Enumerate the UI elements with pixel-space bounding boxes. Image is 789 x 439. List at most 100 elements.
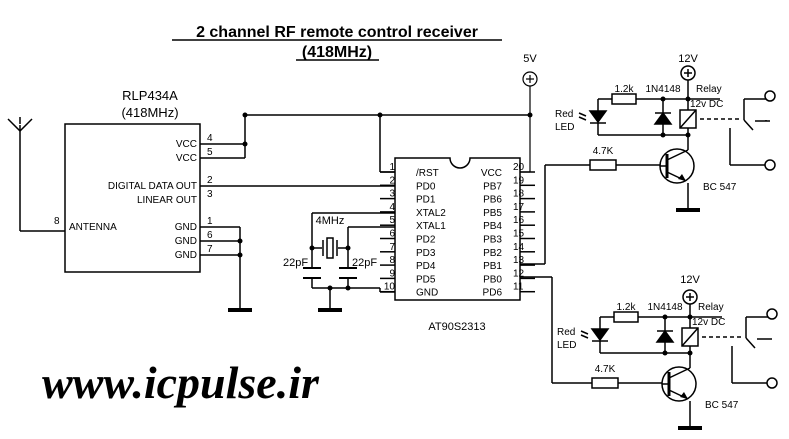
mcu-pin-number: 1 [389,162,395,173]
rf-pin-label: VCC [176,153,197,164]
terminal-icon [766,308,778,320]
led-label-1: Red [557,327,575,338]
relay-label-1: Relay [696,84,722,95]
led-label-2: LED [557,340,576,351]
relay-channel-1 [578,65,776,212]
mcu-pin-label: PB5 [483,208,502,219]
led-icon [590,328,610,342]
transistor-label: BC 547 [705,400,739,411]
transistor-label: BC 547 [703,182,737,193]
rf-pin-number: 5 [207,147,213,158]
terminal-icon [764,90,776,102]
cap-label-left: 22pF [283,257,308,269]
diode-icon [653,111,673,125]
diode-label: 1N4148 [647,302,682,313]
reset-wiring [379,115,395,173]
mcu-pin-label: PB1 [483,261,502,272]
mcu-pin-label: PB2 [483,248,502,259]
terminal-icon [766,377,778,389]
rf-pin-number: 8 [54,216,60,227]
mcu-pin-label: XTAL2 [416,208,446,219]
mcu-pin-label: /RST [416,168,439,179]
mcu-pin-label: VCC [481,168,502,179]
mcu-pin-label: PB4 [483,221,502,232]
rf-pin-number: 6 [207,230,213,241]
rf-pin-number: 3 [207,189,213,200]
mcu-pin-number: 12 [513,268,525,279]
mcu-pin-label: PB0 [483,274,502,285]
base-resistor [591,377,619,389]
mcu-pin-label: PD4 [416,261,436,272]
rf-pin-number: 2 [207,175,213,186]
mcu-pin-label: PD5 [416,274,436,285]
mcu-pin-number: 3 [389,189,395,200]
mcu-box [394,157,521,301]
mcu-pin-label: PD3 [416,248,436,259]
rf-module-name: RLP434A [122,88,178,103]
mcu-pin-number: 5 [389,215,395,226]
base-resistor-label: 4.7K [595,364,616,375]
base-resistor-label: 4.7K [593,146,614,157]
crystal-freq: 4MHz [316,215,345,227]
rf-pin-label: DIGITAL DATA OUT [108,181,197,192]
relay-channel-2 [580,289,778,430]
relay-label-1: Relay [698,302,724,313]
mcu-pin-number: 19 [513,175,525,186]
antenna-icon [7,117,65,232]
rf-pin-label: GND [175,222,197,233]
rf-pin-label: LINEAR OUT [137,195,197,206]
terminal-icon [764,159,776,171]
diode-icon [655,329,675,343]
mcu-pin-label: PB6 [483,195,502,206]
mcu-pin-label: PD6 [483,288,503,299]
mcu-pin-label: PD0 [416,181,436,192]
rf-pin-number: 7 [207,244,213,255]
rf-pin-label: GND [175,250,197,261]
mcu-pin-number: 7 [389,242,395,253]
rf-module-freq: (418MHz) [121,105,178,120]
mcu-pin-label: XTAL1 [416,221,446,232]
led-resistor [611,93,637,105]
mcu-pin-number: 20 [513,162,525,173]
led-label-2: LED [555,122,574,133]
supply-5v-label: 5V [523,53,537,65]
crystal-icon [322,237,338,259]
watermark-text: www.icpulse.ir [42,357,320,408]
diode-label: 1N4148 [645,84,680,95]
rf-pin-label: ANTENNA [69,222,117,233]
mcu-name: AT90S2313 [428,321,485,333]
rf-pin-label: GND [175,236,197,247]
led-resistor-label: 1.2k [617,302,637,313]
mcu-pin-number: 10 [384,282,396,293]
title-line1: 2 channel RF remote control receiver [196,24,478,41]
supply-5v-icon [520,71,538,173]
mcu-pin-number: 14 [513,242,525,253]
output-wiring [520,164,592,384]
base-resistor [589,159,617,171]
led-icon [588,110,608,124]
rf-pin-number: 4 [207,133,213,144]
mcu-pin-number: 18 [513,189,525,200]
rf-wiring [200,114,530,312]
mcu-pin-number: 6 [389,229,395,240]
led-resistor [613,311,639,323]
relay-label-2: 12v DC [692,317,725,328]
supply-12v-label: 12V [680,274,700,286]
mcu-pin-number: 9 [389,268,395,279]
capacitor-icon [303,267,357,279]
mcu-pin-label: PD1 [416,195,436,206]
rf-pin-number: 1 [207,216,213,227]
mcu-pin-number: 11 [513,282,524,293]
led-resistor-label: 1.2k [615,84,635,95]
mcu-pin-number: 4 [389,202,395,213]
cap-label-right: 22pF [352,257,377,269]
mcu-pin-number: 8 [389,255,395,266]
crystal-junctions [309,245,351,291]
mcu-pin-label: GND [416,288,438,299]
mcu-pin-number: 2 [389,175,395,186]
mcu-pin-number: 13 [513,255,525,266]
rf-pin-label: VCC [176,139,197,150]
relay-label-2: 12v DC [690,99,723,110]
mcu-pin-number: 15 [513,229,525,240]
